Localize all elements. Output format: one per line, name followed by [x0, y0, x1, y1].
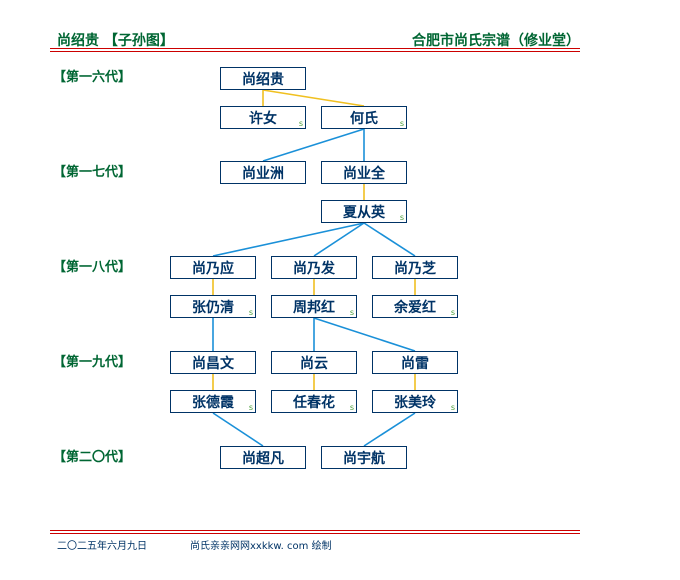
- person-name: 尚宇航: [343, 450, 385, 467]
- person-name: 尚乃应: [192, 260, 234, 277]
- descent-link: [313, 222, 365, 257]
- generation-label: 【第一七代】: [53, 165, 132, 180]
- descent-link: [212, 412, 264, 447]
- spouse-node[interactable]: 夏从英 s: [321, 200, 407, 223]
- person-name: 许女: [249, 110, 277, 127]
- spouse-node[interactable]: 余爱红 s: [372, 295, 458, 318]
- spouse-mark-icon: s: [399, 213, 404, 222]
- spouse-node[interactable]: 许女 s: [220, 106, 306, 129]
- header-rule-top: [50, 48, 580, 49]
- descent-link: [313, 317, 416, 352]
- spouse-node[interactable]: 张美玲 s: [372, 390, 458, 413]
- marriage-link: [262, 89, 365, 107]
- header-rule-bottom: [50, 51, 580, 52]
- footer-credit: 尚氏亲亲网网xxkkw. com 绘制: [190, 541, 332, 552]
- chart-title: 尚绍贵 【子孙图】: [57, 33, 174, 49]
- person-node[interactable]: 尚乃发: [271, 256, 357, 279]
- spouse-node[interactable]: 张德霞 s: [170, 390, 256, 413]
- footer-rule-top: [50, 530, 580, 531]
- genealogy-book-title: 合肥市尚氏宗谱（修业堂）: [412, 33, 580, 49]
- person-name: 周邦红: [293, 299, 335, 316]
- spouse-node[interactable]: 任春花 s: [271, 390, 357, 413]
- spouse-mark-icon: s: [248, 403, 253, 412]
- generation-label: 【第一六代】: [53, 70, 132, 85]
- person-name: 尚昌文: [192, 355, 234, 372]
- person-name: 尚乃发: [293, 260, 335, 277]
- person-node[interactable]: 尚宇航: [321, 446, 407, 469]
- person-node[interactable]: 尚雷: [372, 351, 458, 374]
- person-node[interactable]: 尚业洲: [220, 161, 306, 184]
- person-node[interactable]: 尚昌文: [170, 351, 256, 374]
- generation-label: 【第一八代】: [53, 260, 132, 275]
- descent-link: [262, 128, 365, 162]
- person-name: 任春花: [293, 394, 335, 411]
- person-name: 张仍清: [192, 299, 234, 316]
- person-name: 尚超凡: [242, 450, 284, 467]
- descent-link: [363, 222, 416, 257]
- person-name: 尚乃芝: [394, 260, 436, 277]
- generation-label: 【第一九代】: [53, 355, 132, 370]
- spouse-mark-icon: s: [399, 119, 404, 128]
- spouse-node[interactable]: 张仍清 s: [170, 295, 256, 318]
- spouse-node[interactable]: 何氏 s: [321, 106, 407, 129]
- person-node[interactable]: 尚乃应: [170, 256, 256, 279]
- person-name: 余爱红: [394, 299, 436, 316]
- descent-link: [363, 412, 416, 447]
- person-node[interactable]: 尚云: [271, 351, 357, 374]
- person-name: 夏从英: [343, 204, 385, 221]
- spouse-mark-icon: s: [248, 308, 253, 317]
- person-name: 尚绍贵: [242, 71, 284, 88]
- spouse-mark-icon: s: [450, 403, 455, 412]
- person-node[interactable]: 尚业全: [321, 161, 407, 184]
- spouse-mark-icon: s: [349, 308, 354, 317]
- person-name: 尚业洲: [242, 165, 284, 182]
- person-node[interactable]: 尚乃芝: [372, 256, 458, 279]
- person-node[interactable]: 尚绍贵: [220, 67, 306, 90]
- spouse-mark-icon: s: [349, 403, 354, 412]
- spouse-node[interactable]: 周邦红 s: [271, 295, 357, 318]
- descent-link: [212, 222, 365, 257]
- generation-label: 【第二〇代】: [53, 450, 132, 465]
- footer-rule-bottom: [50, 533, 580, 534]
- spouse-mark-icon: s: [298, 119, 303, 128]
- person-name: 尚雷: [401, 355, 429, 372]
- spouse-mark-icon: s: [450, 308, 455, 317]
- person-name: 何氏: [350, 110, 378, 127]
- person-name: 张德霞: [192, 394, 234, 411]
- person-name: 尚业全: [343, 165, 385, 182]
- person-name: 张美玲: [394, 394, 436, 411]
- footer-date: 二〇二五年六月九日: [57, 541, 147, 552]
- person-node[interactable]: 尚超凡: [220, 446, 306, 469]
- person-name: 尚云: [300, 355, 328, 372]
